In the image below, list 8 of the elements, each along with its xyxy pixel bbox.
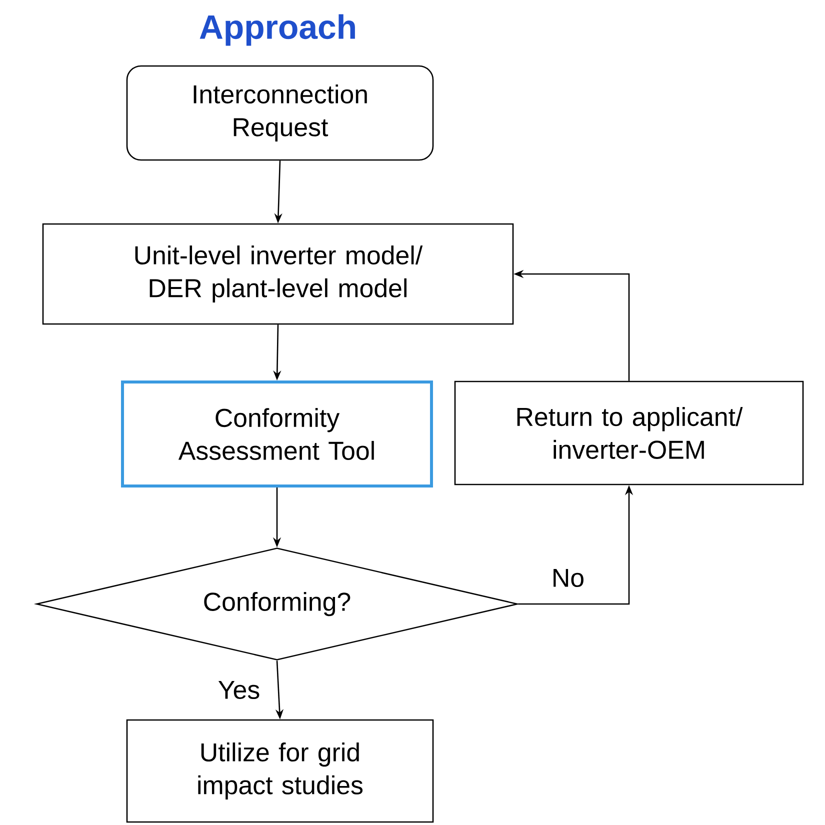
edge-label: Yes bbox=[216, 678, 262, 702]
start-box: Interconnection Request bbox=[126, 65, 434, 161]
process-box: Utilize for grid impact studies bbox=[126, 719, 434, 823]
process-box: Unit-level inverter model/ DER plant-level model bbox=[42, 223, 514, 325]
title: Approach bbox=[200, 14, 355, 46]
edge-label: No bbox=[549, 566, 587, 590]
tool-box: Conformity Assessment Tool bbox=[121, 380, 433, 488]
process-box: Return to applicant/ inverter-OEM bbox=[454, 380, 804, 486]
